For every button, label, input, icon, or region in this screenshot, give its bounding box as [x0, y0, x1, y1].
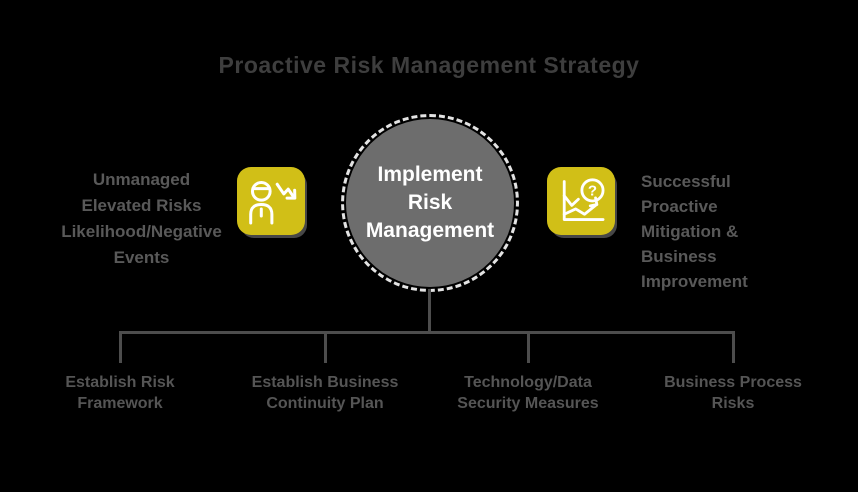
branch-label-2: Establish Business Continuity Plan — [235, 372, 415, 414]
left-note-line-1: Unmanaged — [92, 170, 191, 189]
left-note-line-4: Events — [113, 248, 170, 267]
branch-label-2-line-2: Continuity Plan — [266, 395, 384, 412]
branch-label-3-line-1: Technology/Data — [464, 374, 592, 391]
left-note-line-2: Elevated Risks — [81, 196, 202, 215]
branch-label-4-line-1: Business Process — [664, 374, 802, 391]
center-node: Implement Risk Management — [341, 114, 519, 292]
connector-horizontal — [119, 331, 735, 334]
center-node-line-2: Risk — [407, 191, 453, 214]
center-node-line-3: Management — [365, 219, 495, 242]
right-note-line-1: Successful — [641, 172, 731, 191]
diagram-title: Proactive Risk Management Strategy — [218, 52, 640, 78]
right-note-line-2: Proactive — [641, 197, 718, 216]
center-node-line-1: Implement — [377, 163, 483, 186]
person-decline-icon — [237, 167, 305, 235]
right-note-line-5: Improvement — [641, 272, 748, 291]
branch-label-2-line-1: Establish Business — [251, 374, 399, 391]
branch-label-3: Technology/Data Security Measures — [438, 372, 618, 414]
right-note-line-4: Business — [641, 247, 717, 266]
left-note: Unmanaged Elevated Risks Likelihood/Nega… — [44, 167, 239, 271]
branch-label-4: Business Process Risks — [643, 372, 823, 414]
chart-question-icon: ? — [547, 167, 615, 235]
connector-drop-4 — [732, 331, 735, 363]
connector-drop-3 — [527, 331, 530, 363]
right-note: Successful Proactive Mitigation & Busine… — [641, 169, 816, 294]
right-note-line-3: Mitigation & — [641, 222, 739, 241]
branch-label-1: Establish Risk Framework — [30, 372, 210, 414]
svg-text:?: ? — [588, 183, 597, 200]
branch-label-1-line-2: Framework — [77, 395, 163, 412]
branch-label-1-line-1: Establish Risk — [65, 374, 175, 391]
center-node-circle: Implement Risk Management — [346, 119, 514, 287]
connector-drop-2 — [324, 331, 327, 363]
connector-drop-1 — [119, 331, 122, 363]
branch-label-4-line-2: Risks — [711, 395, 755, 412]
left-note-line-3: Likelihood/Negative — [61, 222, 222, 241]
branch-label-3-line-2: Security Measures — [457, 395, 599, 412]
connector-stem — [428, 289, 431, 332]
